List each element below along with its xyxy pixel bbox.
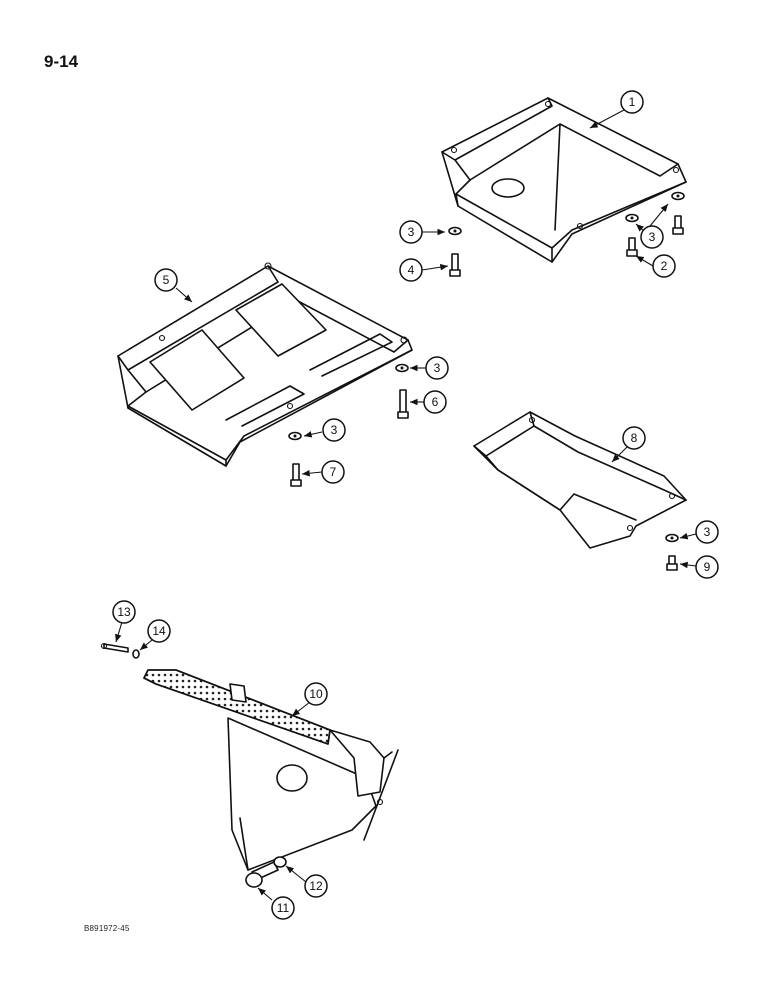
- callout-12: 12: [304, 874, 328, 898]
- callout-6: 6: [423, 390, 447, 414]
- callout-9: 9: [695, 555, 719, 579]
- hardware-part-5: [288, 363, 409, 487]
- callout-3-b-label: 3: [649, 230, 656, 244]
- callout-3-d-label: 3: [331, 423, 338, 437]
- callout-14: 14: [147, 619, 171, 643]
- shield-part-8: [473, 411, 687, 571]
- callout-5: 5: [154, 268, 178, 292]
- callout-4: 4: [399, 258, 423, 282]
- callout-10-label: 10: [309, 687, 323, 701]
- callout-8: 8: [622, 426, 646, 450]
- callout-9-label: 9: [704, 560, 711, 574]
- callout-8-label: 8: [631, 431, 638, 445]
- callout-3-c-label: 3: [434, 361, 441, 375]
- callout-11: 11: [271, 896, 295, 920]
- step-part-10: [143, 669, 399, 871]
- callout-10: 10: [304, 682, 328, 706]
- callout-13: 13: [112, 600, 136, 624]
- callout-12-label: 12: [309, 879, 323, 893]
- callout-2-label: 2: [661, 259, 668, 273]
- figure-code: B891972-45: [84, 924, 130, 933]
- shield-part-1: [441, 97, 687, 263]
- callout-1: 1: [620, 90, 644, 114]
- callout-5-label: 5: [163, 273, 170, 287]
- callout-11-label: 11: [277, 901, 290, 915]
- shield-part-5: [117, 262, 413, 467]
- page-number: 9-14: [44, 52, 79, 71]
- callout-3-a-label: 3: [408, 225, 415, 239]
- hardware-part-10: [100, 642, 287, 888]
- callout-leaders: [115, 109, 697, 901]
- callout-14-label: 14: [152, 624, 166, 638]
- callout-3-c: 3: [425, 356, 449, 380]
- callout-4-label: 4: [408, 263, 415, 277]
- callout-6-label: 6: [432, 395, 439, 409]
- callout-7-label: 7: [330, 465, 337, 479]
- callout-3-e: 3: [695, 520, 719, 544]
- callout-13-label: 13: [117, 605, 131, 619]
- hardware-part-1: [448, 191, 685, 277]
- callout-3-a: 3: [399, 220, 423, 244]
- callout-3-d: 3: [322, 418, 346, 442]
- callout-7: 7: [321, 460, 345, 484]
- callout-1-label: 1: [629, 95, 636, 109]
- callout-2: 2: [652, 254, 676, 278]
- callout-3-b: 3: [640, 225, 664, 249]
- callout-3-e-label: 3: [704, 525, 711, 539]
